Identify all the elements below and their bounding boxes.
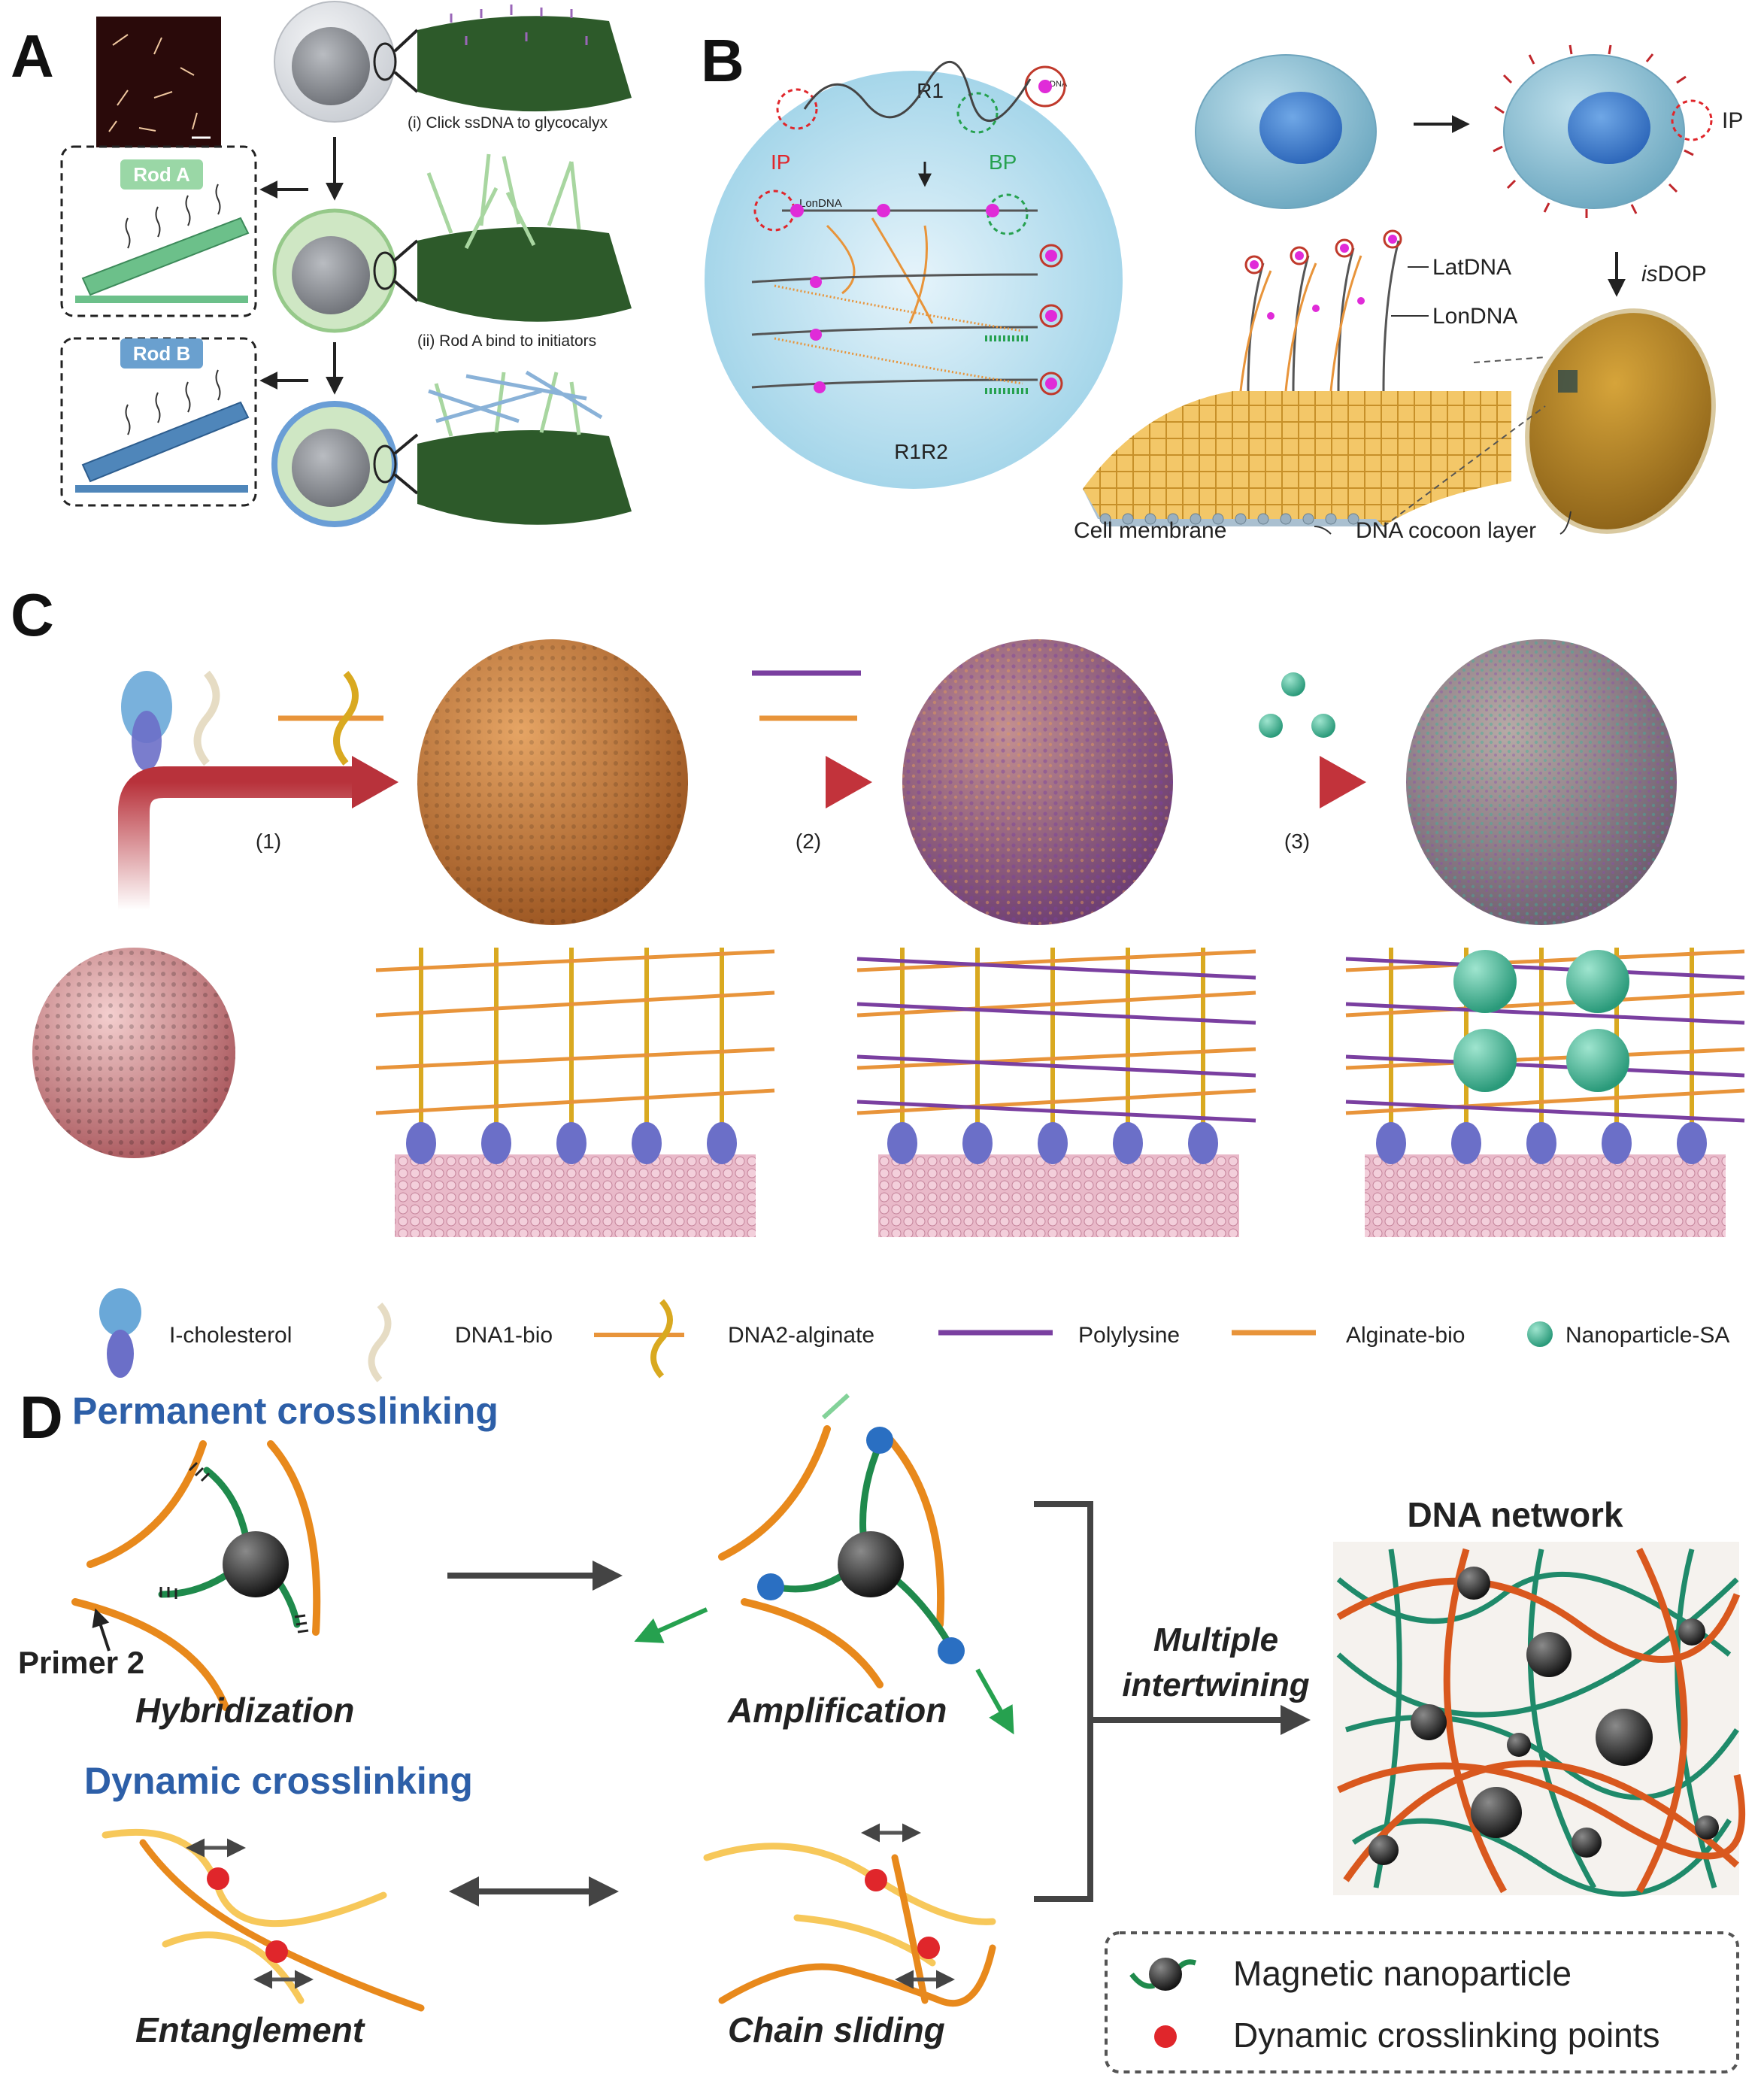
cocoon-layer-illustration — [1083, 229, 1572, 535]
legend-dna2: DNA2-alginate — [728, 1323, 874, 1348]
permanent-heading: Permanent crosslinking — [72, 1390, 499, 1432]
chain-sliding-text: Chain sliding — [728, 2010, 945, 2049]
bracket — [1034, 1501, 1093, 1902]
cell-membrane-text: Cell membrane — [1074, 518, 1226, 543]
rod-b-label: Rod B — [133, 342, 191, 365]
c-legend: I-cholesterol DNA1-bio DNA2-alginate Pol… — [99, 1288, 1729, 1382]
cell-b-ip — [1493, 44, 1713, 218]
legend-dna1-icon — [368, 1303, 392, 1382]
multiple-text-1: Multiple — [1153, 1621, 1278, 1658]
legend-magnetic-text: Magnetic nanoparticle — [1233, 1954, 1572, 1993]
legend-magnetic-icon — [1129, 1958, 1197, 1991]
arrow-c-3-head — [1320, 756, 1366, 808]
londna-text: LonDNA — [1432, 304, 1517, 329]
zoom-sphere — [705, 71, 1123, 489]
sphere-mixed — [1406, 639, 1677, 925]
bilayer-1 — [375, 948, 775, 1237]
amplification-text: Amplification — [727, 1691, 947, 1730]
hybridization-diagram — [71, 1440, 321, 1711]
londna-small-text: LonDNA — [799, 197, 842, 210]
teal-nanoparticles — [1259, 672, 1335, 738]
c-step2: (2) — [796, 830, 821, 853]
legend-nanoparticle: Nanoparticle-SA — [1565, 1323, 1729, 1348]
cell-rod-a — [272, 208, 397, 333]
legend-nanoparticle-icon — [1527, 1321, 1553, 1347]
sphere-purple — [902, 639, 1173, 925]
rod-b-box: Rod B — [60, 337, 257, 507]
legend-cholesterol: I-cholesterol — [169, 1323, 292, 1348]
primer-text: Primer 2 — [18, 1645, 144, 1680]
c-step3: (3) — [1284, 830, 1310, 853]
cell-rod-b — [271, 401, 398, 527]
dynamic-heading: Dynamic crosslinking — [84, 1760, 473, 1802]
isdop-prefix: is — [1641, 262, 1658, 287]
entanglement-text: Entanglement — [135, 2010, 365, 2049]
step-i-text: (i) Click ssDNA to glycocalyx — [408, 114, 608, 132]
step-ii-text: (ii) Rod A bind to initiators — [417, 332, 596, 350]
c-step1: (1) — [256, 830, 281, 853]
glycocalyx-surface-1 — [417, 5, 632, 112]
panel-a: A — [11, 1, 632, 527]
legend-polylysine: Polylysine — [1078, 1323, 1180, 1348]
microscopy-rods — [108, 34, 198, 132]
b-beads — [790, 80, 1057, 393]
ip-cell-text: IP — [1722, 108, 1743, 133]
legend-alginate: Alginate-bio — [1346, 1323, 1465, 1348]
cocoon-cell — [1525, 308, 1716, 534]
cell-bare — [274, 1, 397, 123]
glycocalyx-surface-3 — [417, 370, 632, 525]
panel-d-label: D — [20, 1384, 63, 1451]
legend-dynamic-text: Dynamic crosslinking points — [1233, 2016, 1660, 2055]
rod-a-label: Rod A — [133, 163, 190, 186]
cocoon-text: DNA cocoon layer — [1356, 518, 1536, 543]
red-bent-arrow — [118, 766, 353, 910]
bilayer-2 — [856, 948, 1256, 1237]
amplification-diagram — [634, 1393, 1014, 1735]
legend-dynamic-point-icon — [1154, 2025, 1177, 2048]
isdop-text: isDOP — [1641, 262, 1707, 287]
isdop-suffix: DOP — [1658, 262, 1707, 287]
glycocalyx-surface-2 — [417, 153, 632, 322]
multiple-text-2: intertwining — [1122, 1667, 1309, 1703]
latdna-text: LatDNA — [1432, 255, 1511, 280]
c-molecules-top — [121, 670, 383, 771]
microscopy-inset — [96, 17, 221, 147]
red-bent-arrow-head — [352, 756, 399, 808]
legend-dna2-icon — [594, 1299, 684, 1379]
hybridization-text: Hybridization — [135, 1691, 354, 1730]
arrow-c-2-head — [826, 756, 872, 808]
legend-dna1: DNA1-bio — [455, 1323, 553, 1348]
rod-a-box: Rod A — [60, 145, 257, 317]
d-legend: Magnetic nanoparticle Dynamic crosslinki… — [1105, 1931, 1739, 2073]
panel-c-label: C — [11, 581, 54, 648]
panel-b-label: B — [701, 27, 744, 94]
panel-c: C (1) — [11, 581, 1745, 1382]
cell-b-plain — [1195, 54, 1377, 209]
panel-d: D Permanent crosslinking Dynamic crossli… — [18, 1384, 1746, 2073]
bp-text: BP — [989, 150, 1017, 174]
r1r2-text: R1R2 — [894, 440, 948, 463]
bilayer-3 — [1345, 948, 1745, 1237]
sphere-orange — [417, 639, 688, 925]
entanglement-diagram — [102, 1828, 425, 2012]
panel-a-label: A — [11, 23, 54, 89]
legend-cholesterol-icon — [99, 1288, 141, 1378]
dna-network-image — [1333, 1542, 1746, 1897]
chain-sliding-diagram — [703, 1823, 996, 2007]
b-strands — [751, 61, 1066, 396]
r1-text: R1 — [917, 79, 944, 102]
sphere-pink — [32, 948, 235, 1158]
panel-b: B R1 R1R2 IP BP LonDNA ssDNA — [701, 27, 1743, 543]
ip-text: IP — [771, 150, 790, 174]
network-title: DNA network — [1407, 1495, 1623, 1534]
